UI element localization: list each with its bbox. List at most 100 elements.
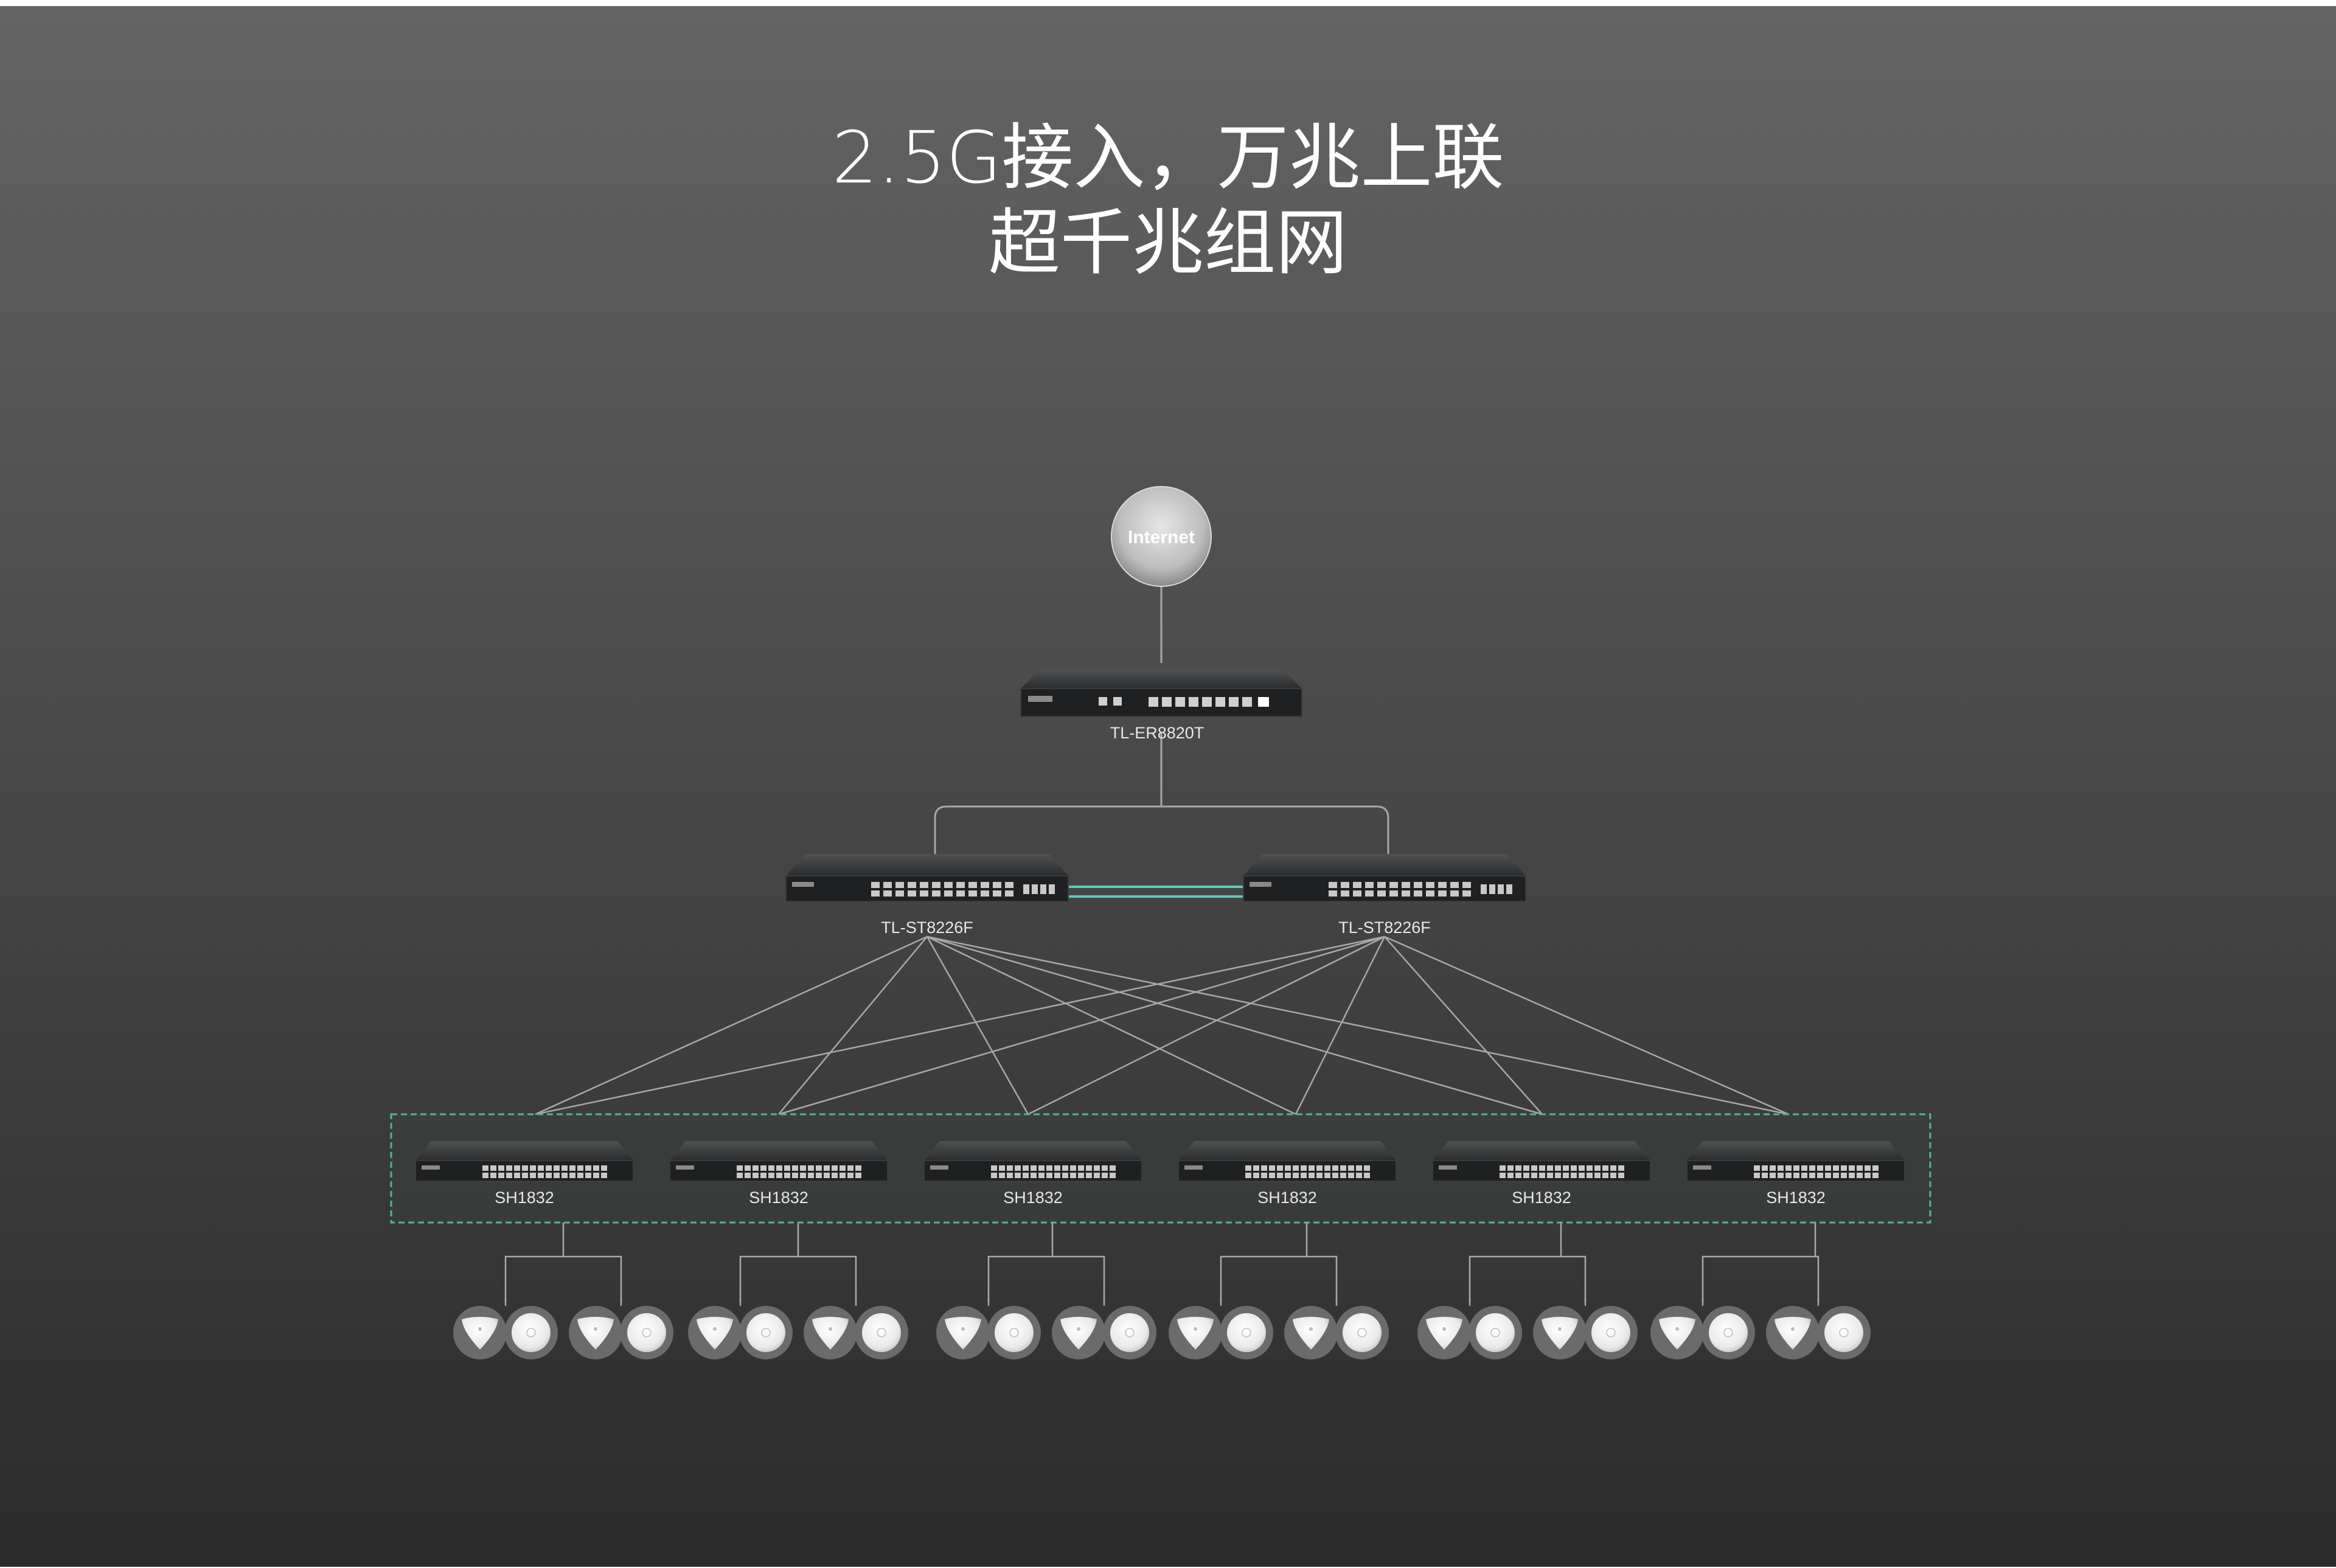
router-label: TL-ER8820T [1110, 724, 1204, 742]
rj45-ports-icon [991, 1165, 1116, 1178]
ceiling-ap-icon [462, 1317, 498, 1350]
ceiling-ap-icon [1659, 1317, 1695, 1350]
ap-branch-line [504, 1223, 622, 1298]
uplink-core1-access2 [778, 936, 928, 1115]
access-point-5-4 [1584, 1306, 1638, 1359]
access-point-3-2 [987, 1306, 1041, 1359]
ceiling-ap-icon [945, 1317, 981, 1350]
round-ap-icon [862, 1313, 901, 1352]
access-point-3-1 [936, 1306, 990, 1359]
ceiling-ap-icon [1293, 1317, 1329, 1350]
access-point-2-4 [855, 1306, 908, 1359]
round-ap-icon [1110, 1313, 1149, 1352]
access-point-2-2 [739, 1306, 793, 1359]
access-point-6-1 [1650, 1306, 1704, 1359]
ceiling-ap-icon [1060, 1317, 1097, 1350]
access-switch-3: SH1832 [923, 1141, 1142, 1207]
rj45-ports-icon [1754, 1165, 1879, 1178]
ceiling-ap-icon [1426, 1317, 1462, 1350]
access-point-4-2 [1220, 1306, 1273, 1359]
access-point-1-4 [620, 1306, 673, 1359]
access-switch-5: SH1832 [1432, 1141, 1651, 1207]
uplink-core1-access6 [926, 935, 1789, 1115]
access-switch-label: SH1832 [495, 1188, 554, 1207]
rj45-ports-icon [1500, 1165, 1624, 1178]
access-point-6-2 [1702, 1306, 1755, 1359]
uplink-core1-access1 [535, 935, 928, 1115]
round-ap-icon [627, 1313, 666, 1352]
router-device: TL-ER8820T [1020, 669, 1302, 742]
round-ap-icon [746, 1313, 785, 1352]
uplink-core2-access1 [535, 935, 1385, 1115]
access-point-2-3 [804, 1306, 857, 1359]
uplink-core2-access3 [1027, 935, 1385, 1115]
ap-branch-line [987, 1223, 1105, 1298]
access-point-5-1 [1417, 1306, 1471, 1359]
access-point-4-4 [1335, 1306, 1389, 1359]
access-switch-2: SH1832 [669, 1141, 888, 1207]
round-ap-icon [995, 1313, 1034, 1352]
ap-branch-line [1220, 1223, 1338, 1298]
ceiling-ap-icon [1177, 1317, 1214, 1350]
round-ap-icon [1824, 1313, 1863, 1352]
core-switch-1: TL-ST8226F [785, 854, 1069, 937]
access-point-1-3 [569, 1306, 622, 1359]
ceiling-ap-icon [1775, 1317, 1811, 1350]
access-switch-4: SH1832 [1178, 1141, 1397, 1207]
ceiling-ap-icon [1542, 1317, 1578, 1350]
access-switch-1: SH1832 [415, 1141, 634, 1207]
access-point-4-1 [1169, 1306, 1222, 1359]
uplink-core2-access6 [1384, 935, 1789, 1115]
access-points [453, 1306, 1871, 1359]
uplink-mesh [535, 935, 1789, 1115]
access-point-6-4 [1817, 1306, 1871, 1359]
stack-link [1066, 886, 1244, 898]
core-switches: TL-ST8226F TL-ST8226F [785, 854, 1526, 937]
access-point-1-2 [504, 1306, 558, 1359]
access-point-6-3 [1766, 1306, 1820, 1359]
access-switch-label: SH1832 [1257, 1188, 1317, 1207]
access-point-4-3 [1284, 1306, 1338, 1359]
ap-link-lines [504, 1223, 1820, 1306]
uplink-core2-access2 [778, 935, 1385, 1115]
uplink-core1-access5 [926, 935, 1543, 1115]
access-switch-label: SH1832 [749, 1188, 808, 1207]
rj45-ports-icon [1245, 1165, 1370, 1178]
access-switch-6: SH1832 [1686, 1141, 1905, 1207]
background-panel [0, 6, 2336, 1567]
sfp-ports-icon [1329, 882, 1512, 897]
ceiling-ap-icon [697, 1317, 733, 1350]
uplink-core2-access4 [1295, 936, 1386, 1115]
access-point-5-2 [1469, 1306, 1522, 1359]
core-switch-2: TL-ST8226F [1243, 854, 1526, 937]
access-layer-frame [390, 1113, 1931, 1224]
diagram-title-line1: 2.5G接入，万兆上联 [832, 116, 1504, 199]
rj45-ports-icon [737, 1165, 861, 1178]
access-point-1-1 [453, 1306, 507, 1359]
round-ap-icon [1476, 1313, 1515, 1352]
ceiling-ap-icon [577, 1317, 614, 1350]
access-point-5-3 [1533, 1306, 1587, 1359]
round-ap-icon [512, 1313, 551, 1352]
sfp-ports-icon [871, 882, 1055, 897]
ap-branch-line [739, 1223, 857, 1298]
access-switch-label: SH1832 [1512, 1188, 1571, 1207]
round-ap-icon [1591, 1313, 1630, 1352]
internet-label: Internet [1128, 527, 1195, 547]
core-switch-label: TL-ST8226F [1338, 918, 1431, 937]
round-ap-icon [1343, 1313, 1382, 1352]
diagram-title-line2: 超千兆组网 [989, 201, 1347, 285]
internet-node: Internet [1111, 486, 1212, 587]
core-switch-label: TL-ST8226F [881, 918, 973, 937]
uplink-core1-access3 [926, 936, 1029, 1115]
access-point-3-4 [1103, 1306, 1156, 1359]
ap-branch-line [1469, 1223, 1587, 1298]
uplink-core1-access4 [926, 935, 1296, 1115]
uplink-core2-access5 [1384, 936, 1543, 1115]
round-ap-icon [1227, 1313, 1266, 1352]
rj45-ports-icon [482, 1165, 607, 1178]
access-point-2-1 [688, 1306, 742, 1359]
link-lines [934, 584, 1389, 897]
